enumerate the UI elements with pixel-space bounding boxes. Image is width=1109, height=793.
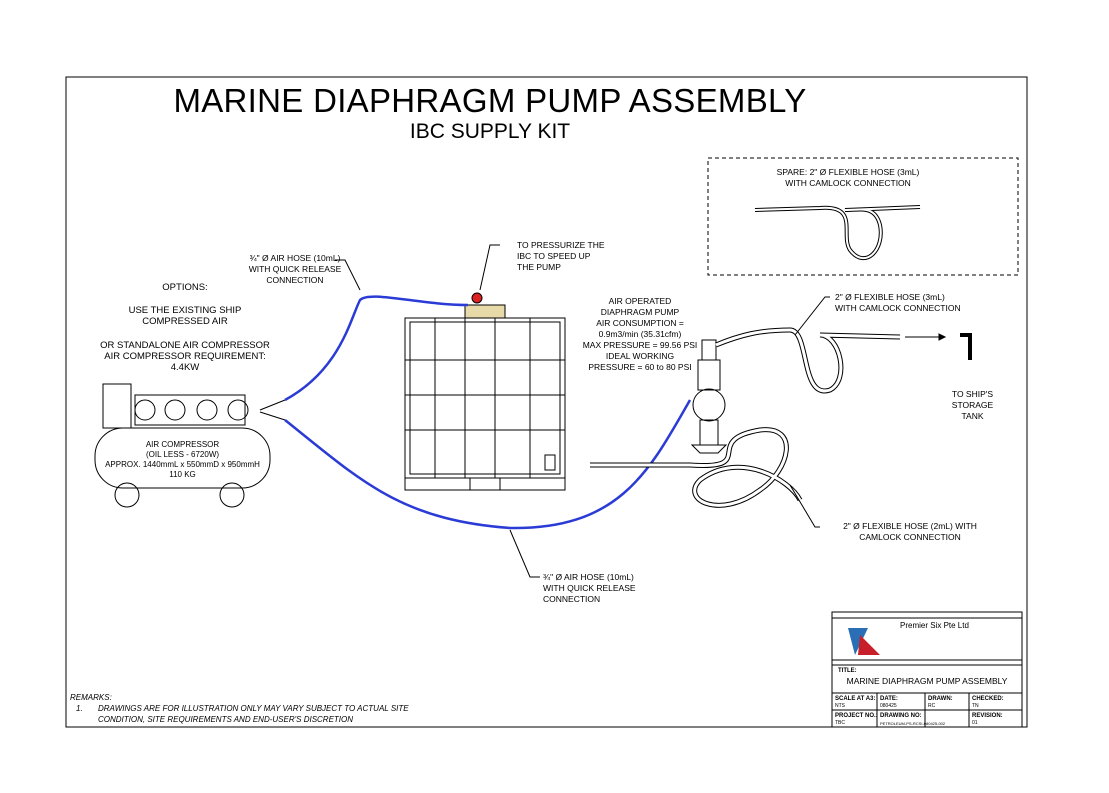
air-compressor-icon [94, 383, 286, 508]
remarks: REMARKS: 1.DRAWINGS ARE FOR ILLUSTRATION… [70, 693, 409, 724]
title-block-title: MARINE DIAPHRAGM PUMP ASSEMBLY [846, 676, 1008, 686]
drawing-no-field: DRAWING NO:PETROLEUM-PS-RCSI-080425-002 [880, 713, 946, 726]
air-hose-top [284, 295, 469, 402]
company-name: Premier Six Pte Ltd [900, 621, 969, 630]
hose-3m-label: 2" Ø FLEXIBLE HOSE (3mL)WITH CAMLOCK CON… [835, 292, 961, 313]
drawn-field: DRAWN:RC [928, 696, 953, 709]
scale-field: SCALE AT A3:NTS [835, 696, 876, 709]
air-hose-bottom [284, 399, 692, 530]
date-field: DATE:080425 [880, 696, 898, 709]
revision-field: REVISION:01 [972, 713, 1003, 726]
project-field: PROJECT NO.:TBC [835, 713, 878, 726]
drawing-subtitle: IBC SUPPLY KIT [409, 120, 571, 143]
spare-hose-label: SPARE: 2" Ø FLEXIBLE HOSE (3mL)WITH CAML… [776, 167, 920, 188]
flexible-hoses [590, 327, 972, 508]
diaphragm-pump-icon [690, 339, 728, 454]
checked-field: CHECKED:TN [972, 696, 1004, 709]
options-heading: OPTIONS: [162, 282, 208, 293]
drawing-border [65, 76, 1028, 728]
title-label: TITLE: [838, 668, 857, 674]
compressor-label: AIR COMPRESSOR(OIL LESS - 6720W)APPROX. … [105, 440, 260, 479]
drawing-title: MARINE DIAPHRAGM PUMP ASSEMBLY [173, 82, 807, 119]
leader-lines [335, 244, 830, 578]
ibc-tank [404, 292, 566, 491]
title-block [831, 611, 1023, 728]
spare-hose-box [707, 157, 1019, 276]
